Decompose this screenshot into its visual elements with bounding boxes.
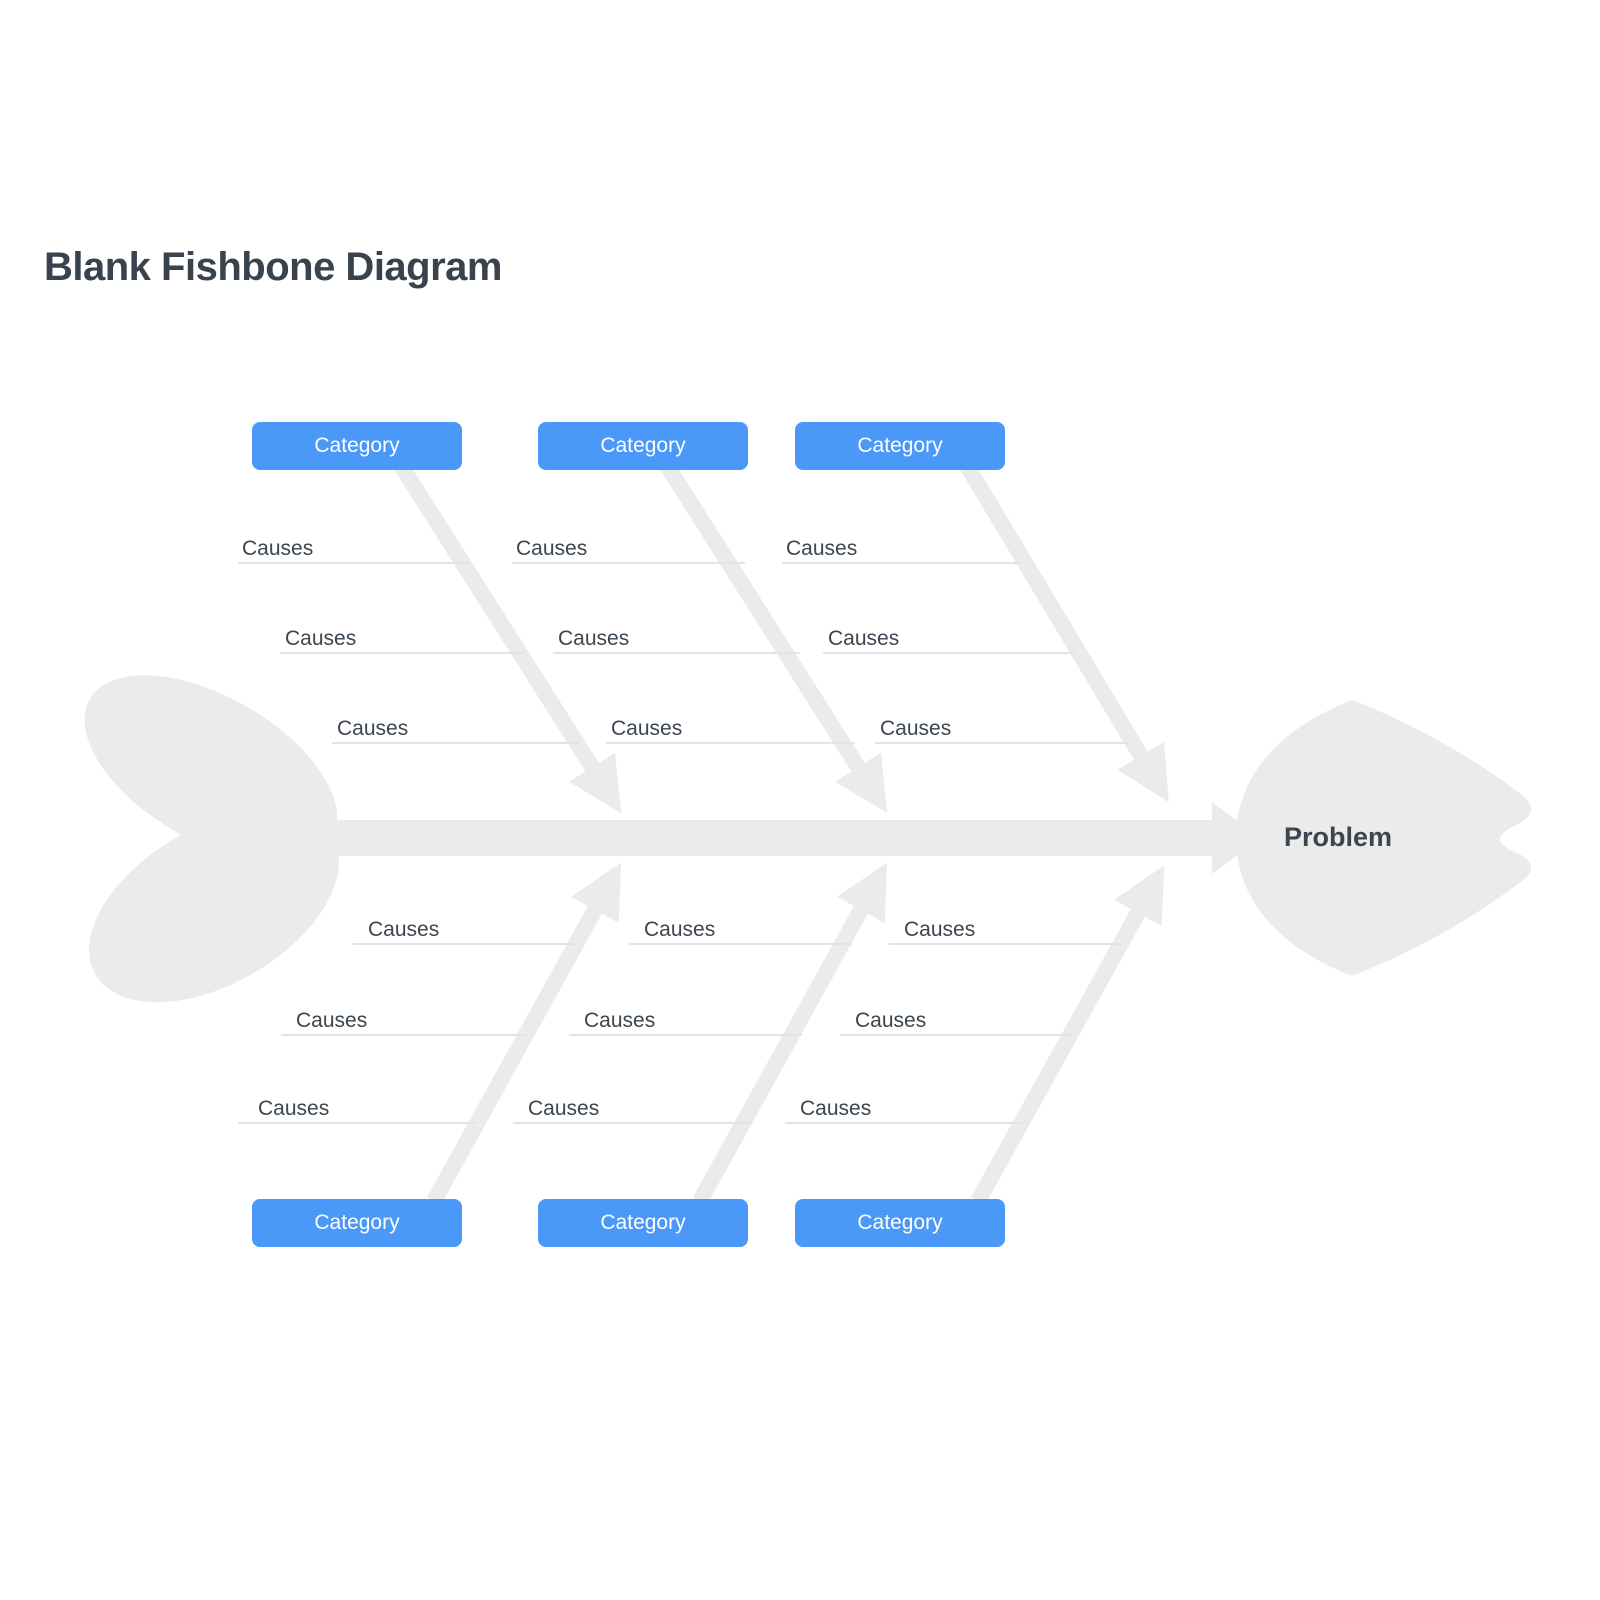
category-label: Category bbox=[600, 1211, 686, 1234]
cause-field[interactable]: Causes bbox=[238, 1088, 476, 1124]
top-bone-arrow-1 bbox=[393, 459, 622, 814]
cause-field[interactable]: Causes bbox=[238, 528, 470, 564]
fish-tail-lower-lobe bbox=[89, 809, 339, 1003]
category-label: Category bbox=[857, 1211, 943, 1234]
cause-label: Causes bbox=[528, 1097, 600, 1120]
cause-label: Causes bbox=[800, 1097, 872, 1120]
cause-label: Causes bbox=[258, 1097, 330, 1120]
cause-label: Causes bbox=[611, 717, 683, 740]
fish-tail-shape bbox=[84, 675, 339, 1003]
cause-label: Causes bbox=[285, 627, 357, 650]
cause-field[interactable]: Causes bbox=[513, 1088, 752, 1124]
cause-field[interactable]: Causes bbox=[512, 528, 745, 564]
top-bone-arrow-3 bbox=[959, 459, 1169, 803]
cause-label: Causes bbox=[296, 1009, 368, 1032]
cause-field[interactable]: Causes bbox=[606, 708, 855, 744]
cause-label: Causes bbox=[786, 537, 858, 560]
problem-label[interactable]: Problem bbox=[1284, 822, 1393, 852]
category-label: Category bbox=[857, 434, 943, 457]
cause-field[interactable]: Causes bbox=[353, 909, 576, 945]
cause-label: Causes bbox=[584, 1009, 656, 1032]
cause-field[interactable]: Causes bbox=[569, 1000, 802, 1036]
category-box-bottom-2[interactable]: Category bbox=[538, 1199, 748, 1247]
cause-label: Causes bbox=[242, 537, 314, 560]
cause-field[interactable]: Causes bbox=[840, 1000, 1072, 1036]
category-label: Category bbox=[314, 434, 400, 457]
cause-field[interactable]: Causes bbox=[823, 618, 1075, 654]
cause-label: Causes bbox=[516, 537, 588, 560]
page-title: Blank Fishbone Diagram bbox=[44, 245, 502, 289]
cause-field[interactable]: Causes bbox=[875, 708, 1130, 744]
category-box-top-1[interactable]: Category bbox=[252, 422, 462, 470]
cause-label: Causes bbox=[855, 1009, 927, 1032]
cause-field[interactable]: Causes bbox=[280, 618, 525, 654]
cause-field[interactable]: Causes bbox=[629, 909, 852, 945]
bottom-bone-arrow-1 bbox=[426, 862, 622, 1205]
fish-head-shape bbox=[1236, 700, 1532, 976]
cause-field[interactable]: Causes bbox=[553, 618, 800, 654]
cause-label: Causes bbox=[368, 918, 440, 941]
category-box-top-3[interactable]: Category bbox=[795, 422, 1005, 470]
cause-field[interactable]: Causes bbox=[332, 708, 580, 744]
category-box-bottom-3[interactable]: Category bbox=[795, 1199, 1005, 1247]
cause-field[interactable]: Causes bbox=[889, 909, 1122, 945]
cause-label: Causes bbox=[558, 627, 630, 650]
cause-label: Causes bbox=[828, 627, 900, 650]
bottom-bone-arrow-3 bbox=[971, 865, 1165, 1205]
category-box-bottom-1[interactable]: Category bbox=[252, 1199, 462, 1247]
cause-field[interactable]: Causes bbox=[785, 1088, 1022, 1124]
bottom-bone-arrow-2 bbox=[692, 862, 888, 1205]
cause-label: Causes bbox=[337, 717, 409, 740]
spine-arrow bbox=[330, 802, 1260, 874]
cause-label: Causes bbox=[644, 918, 716, 941]
cause-field[interactable]: Causes bbox=[782, 528, 1020, 564]
category-box-top-2[interactable]: Category bbox=[538, 422, 748, 470]
cause-label: Causes bbox=[904, 918, 976, 941]
top-bone-arrow-2 bbox=[659, 459, 888, 814]
category-label: Category bbox=[600, 434, 686, 457]
cause-label: Causes bbox=[880, 717, 952, 740]
category-label: Category bbox=[314, 1211, 400, 1234]
cause-field[interactable]: Causes bbox=[281, 1000, 526, 1036]
